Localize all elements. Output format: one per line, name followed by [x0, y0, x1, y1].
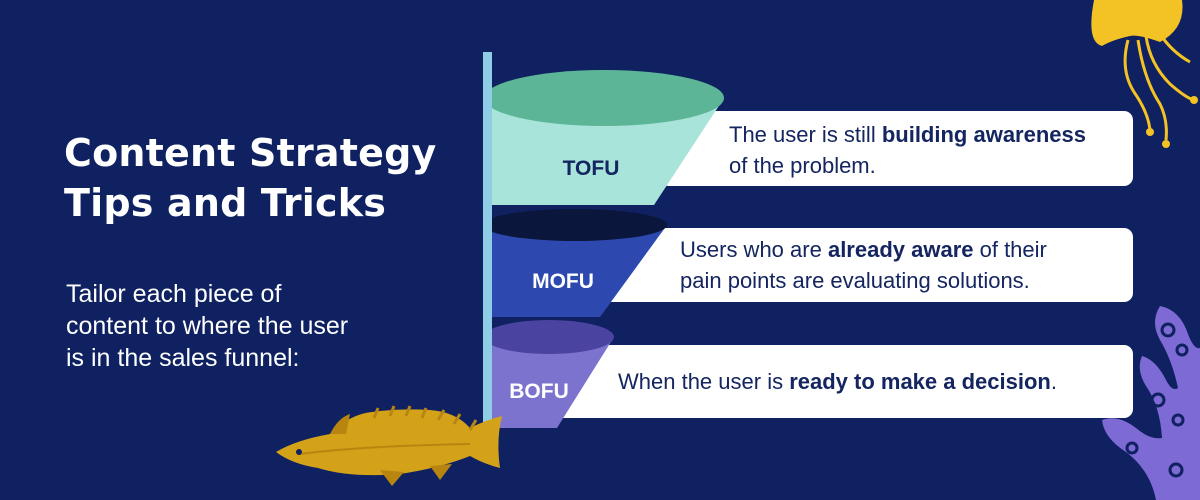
title-line: Content Strategy: [64, 131, 436, 175]
fish-illustration: [276, 406, 502, 486]
desc-part: The user is still: [729, 122, 882, 147]
intro-line: Tailor each piece of: [66, 280, 281, 308]
intro-text: Tailor each piece of content to where th…: [66, 278, 426, 374]
desc-part: pain points are evaluating solutions.: [680, 268, 1030, 293]
desc-part: of their: [974, 237, 1047, 262]
stage-label-tofu: TOFU: [563, 157, 620, 180]
desc-part: Users who are: [680, 237, 828, 262]
bofu-description: When the user is ready to make a decisio…: [618, 366, 1057, 397]
intro-line: content to where the user: [66, 312, 348, 340]
desc-part: of the problem.: [729, 153, 876, 178]
funnel-axis-bar: [483, 52, 492, 444]
page-title: Content Strategy Tips and Tricks: [64, 128, 464, 228]
stage-label-bofu: BOFU: [509, 380, 569, 403]
intro-line: is in the sales funnel:: [66, 344, 299, 372]
desc-part-bold: building awareness: [882, 122, 1086, 147]
desc-part: .: [1051, 369, 1057, 394]
title-line: Tips and Tricks: [64, 181, 386, 225]
desc-part-bold: ready to make a decision: [789, 369, 1051, 394]
stage-label-mofu: MOFU: [532, 270, 594, 293]
desc-part-bold: already aware: [828, 237, 974, 262]
desc-part: When the user is: [618, 369, 789, 394]
mofu-description: Users who are already aware of their pain…: [680, 234, 1047, 296]
